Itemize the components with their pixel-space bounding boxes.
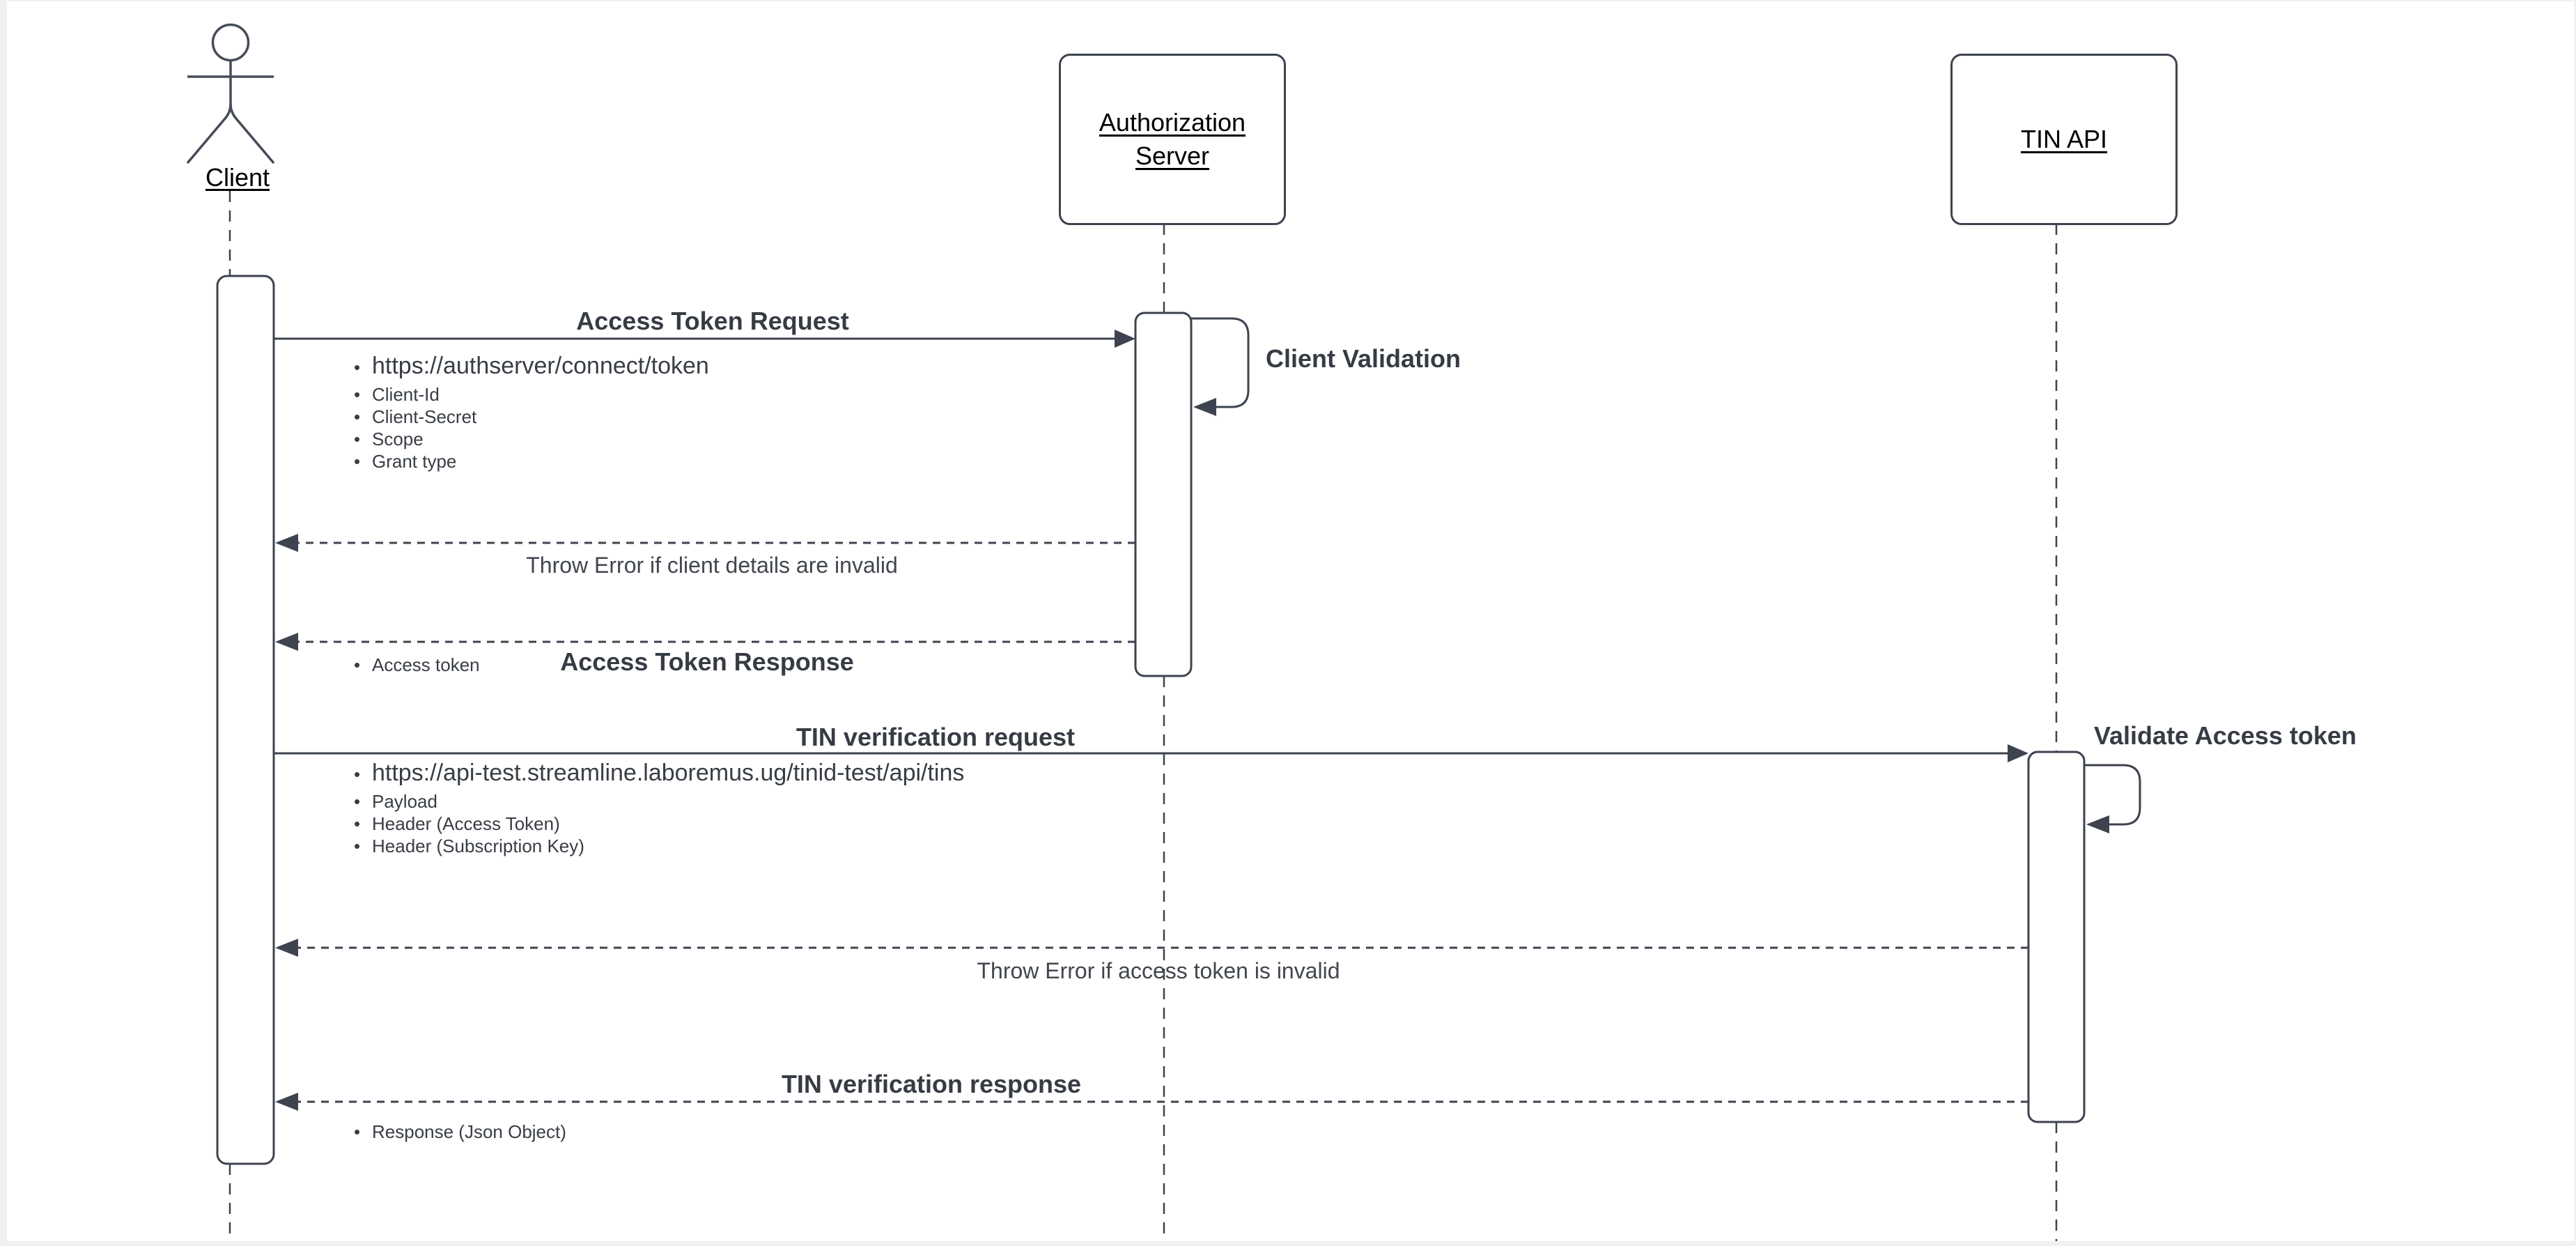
list-item: Client-Id <box>350 383 709 406</box>
tin-api-activation <box>2027 751 2086 1123</box>
tin-verification-request-details: https://api-test.streamline.laboremus.ug… <box>350 757 964 857</box>
actor-right-leg <box>229 104 275 164</box>
list-item: Client-Secret <box>350 406 709 428</box>
list-item: Header (Subscription Key) <box>350 835 964 857</box>
list-item: Scope <box>350 428 709 450</box>
list-item: https://authserver/connect/token <box>350 350 709 383</box>
list-item: Header (Access Token) <box>350 813 964 835</box>
access-token-request-details: https://authserver/connect/token Client-… <box>350 350 709 472</box>
client-validation-label: Client Validation <box>1266 344 1461 373</box>
participant-authorization-server: Authorization Server <box>1059 54 1286 225</box>
validate-access-token-arrowhead <box>2086 815 2109 833</box>
diagram-canvas: Client Authorization Server TIN API Acce… <box>7 1 2574 1241</box>
actor-head <box>211 23 250 62</box>
sequence-diagram-graphics <box>186 23 2141 1241</box>
self-call-arrowheads <box>1193 398 2109 833</box>
list-item: Payload <box>350 790 964 813</box>
access-token-response-details: Access token <box>350 654 480 676</box>
participant-client-label: Client <box>205 163 270 192</box>
list-item: Access token <box>350 654 480 676</box>
throw-error-client-label: Throw Error if client details are invali… <box>526 553 898 578</box>
tin-verification-response-details: Response (Json Object) <box>350 1121 566 1143</box>
list-item: Grant type <box>350 450 709 472</box>
validate-access-token-label: Validate Access token <box>2094 721 2357 750</box>
tin-verification-response-arrowhead <box>275 1093 298 1111</box>
return-arrowheads <box>275 534 298 1111</box>
client-validation-arrowhead <box>1193 398 1216 416</box>
access-token-request-arrowhead <box>1115 330 1135 348</box>
list-item: https://api-test.streamline.laboremus.ug… <box>350 757 964 790</box>
throw-error-token-label: Throw Error if access token is invalid <box>977 958 1340 983</box>
tin-verification-response-label: TIN verification response <box>781 1070 1082 1098</box>
tin-verification-request-label: TIN verification request <box>796 723 1076 751</box>
validate-access-token-loop <box>2084 764 2141 826</box>
client-validation-loop <box>1191 317 1250 408</box>
list-item: Response (Json Object) <box>350 1121 566 1143</box>
self-call-loops <box>1191 317 2141 826</box>
client-actor-figure <box>186 23 275 164</box>
access-token-request-label: Access Token Request <box>576 307 849 335</box>
activation-bars <box>216 275 2086 1165</box>
auth-server-activation <box>1134 312 1193 677</box>
access-token-response-arrowhead <box>275 633 298 651</box>
participant-tin-api: TIN API <box>1950 54 2178 225</box>
request-arrows <box>274 330 2028 762</box>
throw-error-client-arrowhead <box>275 534 298 552</box>
participant-authorization-server-label: Authorization Server <box>1099 108 1246 170</box>
throw-error-token-arrowhead <box>275 939 298 957</box>
tin-verification-request-arrowhead <box>2008 744 2028 762</box>
participant-tin-api-label: TIN API <box>2020 125 2108 153</box>
access-token-response-label: Access Token Response <box>560 647 854 676</box>
return-arrows <box>297 541 2028 1103</box>
client-activation <box>216 275 275 1165</box>
actor-left-leg <box>186 104 232 164</box>
lifelines <box>228 191 2058 1241</box>
